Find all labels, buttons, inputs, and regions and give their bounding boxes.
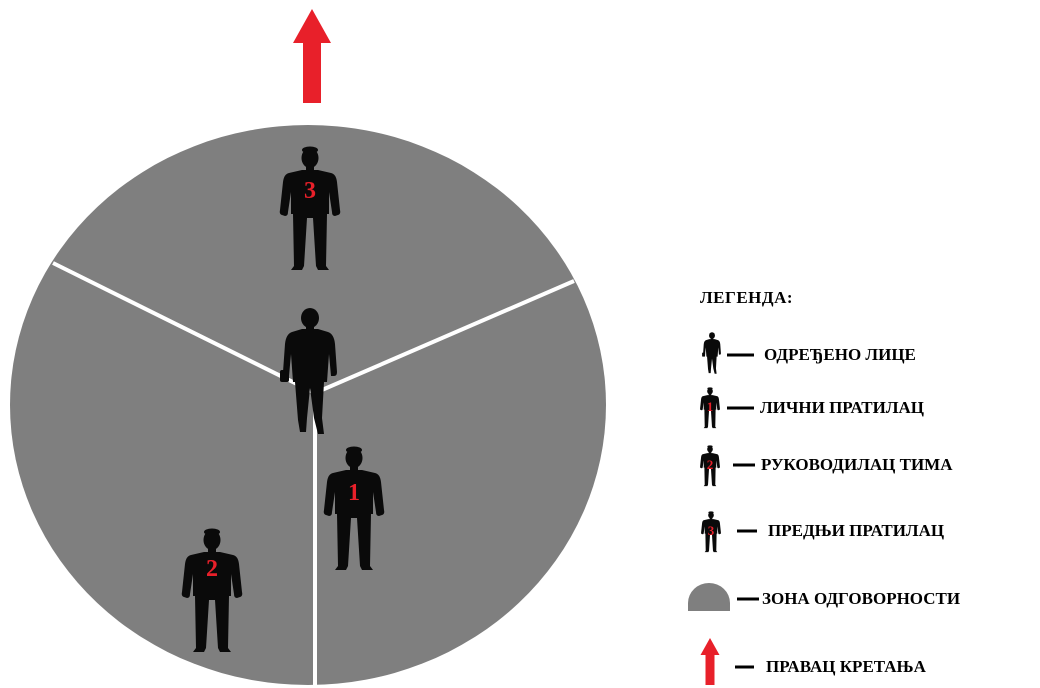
zone-divider-left xyxy=(52,261,316,395)
zone-divider-right xyxy=(314,279,575,395)
team-leader-figure: 2 xyxy=(181,528,243,652)
legend-label-zone: ЗОНА ОДГОВОРНОСТИ xyxy=(762,589,961,608)
direction-arrow-legend-icon xyxy=(700,638,720,685)
team-leader-icon-number: 2 xyxy=(707,457,714,472)
personal-escort-figure: 1 xyxy=(323,446,385,570)
front-escort-number: 3 xyxy=(304,178,316,204)
front-escort-figure: 3 xyxy=(279,146,341,270)
legend-label-personal-escort: ЛИЧНИ ПРАТИЛАЦ xyxy=(760,398,925,417)
legend-title: ЛЕГЕНДА: xyxy=(700,288,794,307)
team-leader-number: 2 xyxy=(206,556,218,582)
legend-label-team-leader: РУКОВОДИЛАЦ ТИМА xyxy=(761,455,953,474)
direction-arrow-icon xyxy=(293,9,331,103)
legend-icons: 1 2 3 xyxy=(688,332,759,685)
principal-icon xyxy=(702,332,721,374)
zone-icon xyxy=(688,583,730,611)
personal-escort-number: 1 xyxy=(348,480,360,506)
legend-label-front-escort: ПРЕДЊИ ПРАТИЛАЦ xyxy=(768,521,945,540)
legend-label-principal: ОДРЕЂЕНО ЛИЦЕ xyxy=(764,345,916,364)
legend-label-direction: ПРАВАЦ КРЕТАЊА xyxy=(766,657,926,676)
personal-escort-icon-number: 1 xyxy=(707,399,714,414)
front-escort-icon-number: 3 xyxy=(708,523,715,538)
